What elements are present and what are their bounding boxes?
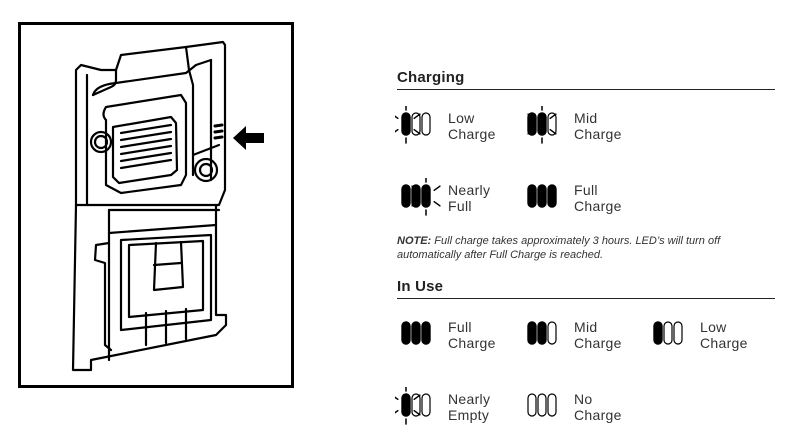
led-indicator-icon	[395, 387, 431, 425]
led-indicator-icon	[653, 321, 683, 345]
led-on	[537, 112, 547, 136]
flashing-rays-icon	[527, 106, 557, 144]
led-on	[401, 393, 411, 417]
charging-note: NOTE: Full charge takes approximately 3 …	[397, 235, 775, 262]
charging-divider	[397, 89, 775, 90]
flashing-rays-icon	[395, 387, 421, 425]
led-on	[421, 184, 431, 208]
led-indicator-icon	[401, 321, 431, 345]
led-off	[421, 112, 431, 136]
led-on	[537, 184, 547, 208]
led-off	[673, 321, 683, 345]
led-on	[421, 321, 431, 345]
in-use-divider	[397, 298, 775, 299]
led-on	[547, 184, 557, 208]
note-text: Full charge takes approximately 3 hours.…	[397, 235, 721, 261]
led-off	[547, 321, 557, 345]
in-use-heading: In Use	[397, 278, 444, 295]
led-indicator-icon	[527, 393, 557, 417]
led-on	[537, 321, 547, 345]
led-off	[547, 393, 557, 417]
led-on	[401, 184, 411, 208]
led-indicator-icon	[401, 178, 441, 216]
flashing-rays-icon	[395, 106, 421, 144]
led-off	[663, 321, 673, 345]
led-indicator-icon	[527, 321, 557, 345]
led-off	[421, 393, 431, 417]
led-indicator-icon	[395, 106, 431, 144]
led-off	[537, 393, 547, 417]
vacuum-battery-illustration	[71, 40, 264, 372]
led-on	[527, 321, 537, 345]
led-on	[411, 321, 421, 345]
flashing-rays-icon	[411, 178, 441, 216]
led-on	[527, 184, 537, 208]
led-indicator-icon	[527, 106, 557, 144]
led-indicator-icon	[527, 184, 557, 208]
device-illustration-frame	[18, 22, 294, 388]
led-on	[401, 112, 411, 136]
led-on	[401, 321, 411, 345]
led-on	[653, 321, 663, 345]
charging-heading: Charging	[397, 69, 465, 86]
note-label: NOTE:	[397, 235, 432, 247]
led-off	[527, 393, 537, 417]
